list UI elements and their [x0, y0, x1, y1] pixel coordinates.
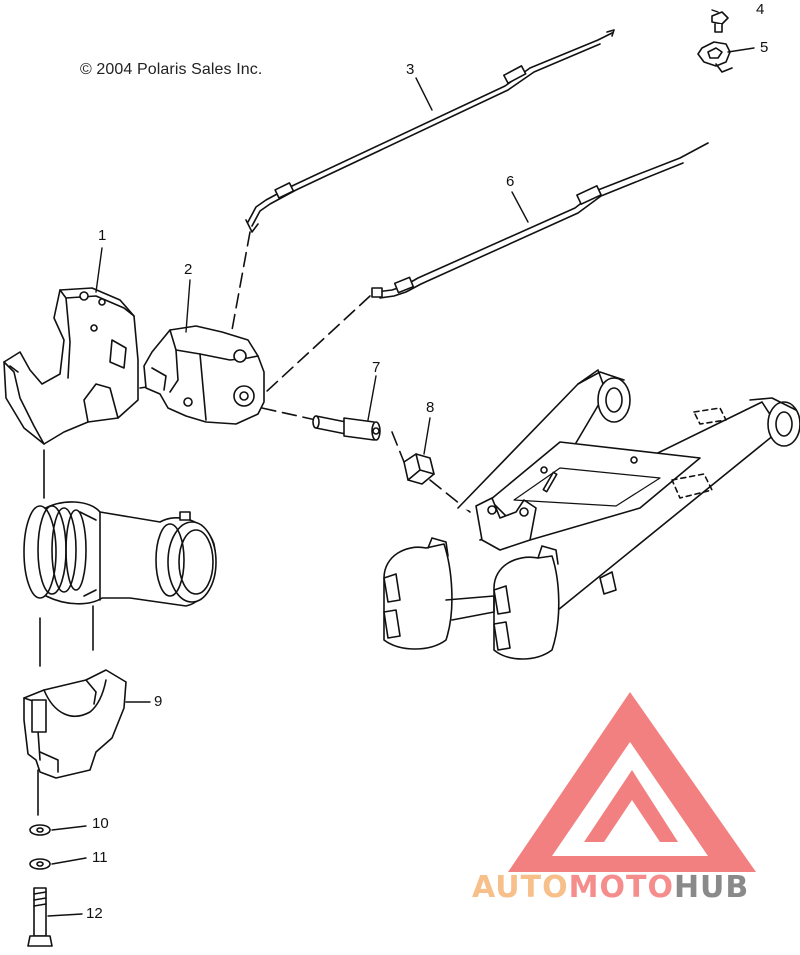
brake-caliper-drawing: [143, 325, 265, 425]
callout-leaders: [47, 9, 755, 917]
axle-housing-drawing: [23, 501, 217, 607]
callout-1: 1: [98, 227, 107, 244]
callout-10: 10: [92, 815, 109, 832]
callout-7: 7: [372, 359, 381, 376]
bolt-drawing: [27, 887, 53, 947]
watermark-logo: [508, 692, 756, 872]
wordmark-auto: AUTO: [472, 870, 569, 905]
callout-8: 8: [426, 399, 435, 416]
callout-9: 9: [154, 693, 163, 710]
callout-2: 2: [184, 261, 193, 278]
swing-arm-drawing: [383, 369, 800, 660]
watermark-wordmark: AUTOMOTOHUB: [472, 870, 792, 905]
callout-4: 4: [756, 1, 765, 18]
wordmark-moto: MOTO: [568, 870, 674, 905]
caliper-bracket-drawing: [3, 287, 139, 445]
brake-cable-upper-drawing: [245, 29, 615, 233]
callout-11: 11: [92, 849, 108, 866]
callout-12: 12: [86, 905, 103, 922]
cable-clamp-drawing: [697, 41, 733, 73]
callout-3: 3: [406, 61, 415, 78]
bearing-cap-drawing: [23, 669, 127, 779]
screw-drawing: [711, 11, 729, 33]
callout-6: 6: [506, 173, 515, 190]
copyright-notice: © 2004 Polaris Sales Inc.: [80, 61, 263, 78]
washer-drawing: [29, 824, 51, 836]
nut-drawing: [403, 453, 435, 485]
wordmark-hub: HUB: [673, 870, 750, 905]
callout-5: 5: [760, 39, 769, 56]
brake-cable-lower-drawing: [371, 142, 709, 299]
vertical-leaders: [37, 449, 94, 816]
caliper-pin-drawing: [312, 415, 381, 441]
lock-washer-drawing: [29, 858, 51, 870]
